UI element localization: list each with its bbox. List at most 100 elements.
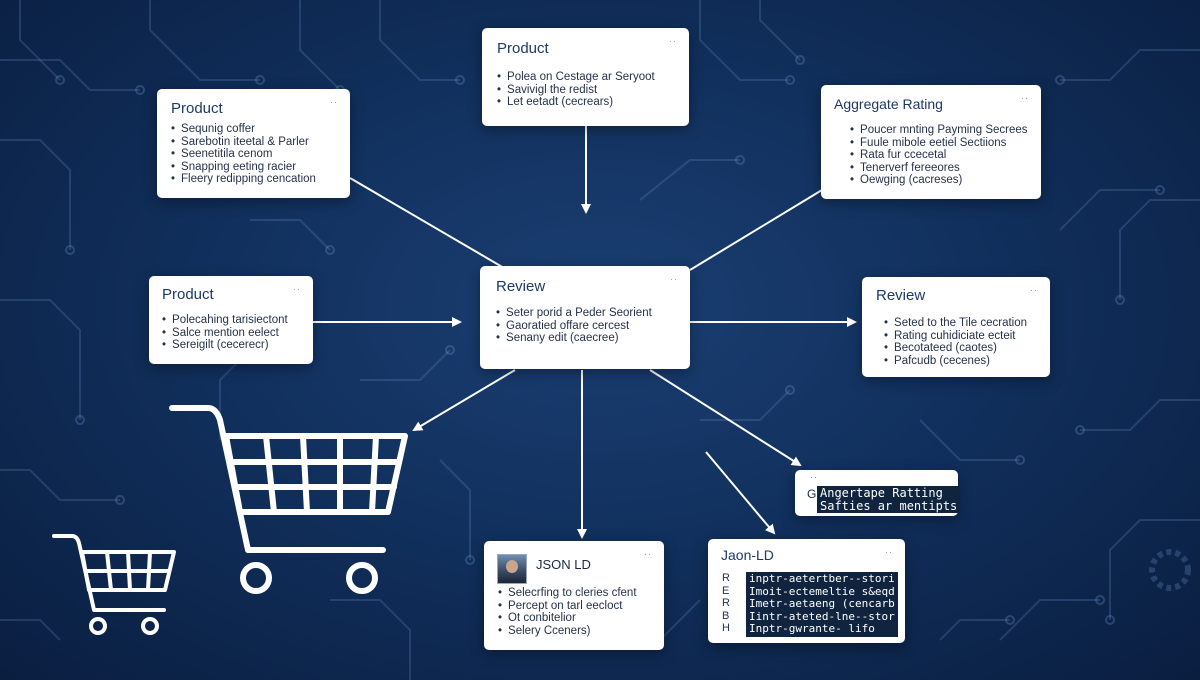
json-ld-card[interactable]: ·· JSON LD Selecrfing to cleries cfent P… <box>484 541 664 650</box>
circuit-trace <box>700 389 791 421</box>
card-title: Product <box>171 100 223 117</box>
circuit-trace <box>999 599 1100 641</box>
arrow-to-jaonld <box>705 451 776 535</box>
circuit-node <box>115 495 125 505</box>
list-item: Ot conbitelior <box>498 612 637 625</box>
circuit-node <box>735 155 745 165</box>
bullet-letter: E <box>722 584 730 597</box>
card-menu-dots[interactable]: ·· <box>644 549 652 559</box>
card-menu-dots[interactable]: ·· <box>330 97 338 107</box>
circuit-trace <box>250 219 331 251</box>
circuit-node <box>785 385 795 395</box>
list-item: Selecrfing to cleries cfent <box>498 587 636 600</box>
circuit-node <box>255 75 265 85</box>
list-item: Seenetitila cenom <box>171 148 336 161</box>
code-line: inptr-aetertber--stori <box>749 572 895 585</box>
code-snippet: inptr-aetertber--stori Imoit-ectemeltie … <box>746 572 898 637</box>
badge-line: Angertape Ratting <box>820 486 943 500</box>
circuit-trace <box>0 59 140 91</box>
card-item-list: Seted to the Tile cecration Rating cuhid… <box>876 317 1036 367</box>
card-item-list: Seter porid a Peder Seorient Gaoratied o… <box>496 307 674 345</box>
list-item: Sarebotin iteetal & Parler <box>171 136 336 149</box>
list-item: Seted to the Tile cecration <box>884 317 1036 330</box>
card-menu-dots[interactable]: ·· <box>1030 285 1038 295</box>
list-item: Senany edit (caecree) <box>496 332 674 345</box>
circuit-trace <box>0 139 71 250</box>
card-item-list: Polea on Cestage ar Seryoot Savivigl the… <box>497 71 674 109</box>
aggregate-rating-card[interactable]: ·· Aggregate Rating Poucer mnting Paymin… <box>821 85 1041 199</box>
shopping-cart-large-icon <box>169 405 408 594</box>
circuit-trace <box>699 0 790 81</box>
gear-icon <box>1149 549 1191 591</box>
list-item: Let eetadt (cecrears) <box>497 96 674 109</box>
circuit-node <box>455 75 465 85</box>
circuit-trace <box>1060 49 1200 81</box>
product-card-top[interactable]: ·· Product Polea on Cestage ar Seryoot S… <box>482 28 689 126</box>
circuit-node <box>1055 75 1065 85</box>
bullet-letter: B <box>722 609 730 622</box>
circuit-trace <box>939 619 1010 641</box>
card-menu-dots[interactable]: ·· <box>669 36 677 46</box>
line-topright-to-review <box>689 189 823 271</box>
list-item: Rating cuhidiciate ecteit <box>884 330 1036 343</box>
list-item: Salce mention eelect <box>162 327 300 340</box>
card-title: Product <box>162 286 214 303</box>
circuit-node <box>445 345 455 355</box>
list-item: Seter porid a Peder Seorient <box>496 307 674 320</box>
code-line: Iintr-ateted-lne--stor <box>749 609 895 623</box>
list-item: Percept on tarl eecloct <box>498 600 637 613</box>
review-card-center[interactable]: ·· Review Seter porid a Peder Seorient G… <box>480 266 690 369</box>
card-menu-dots[interactable]: ·· <box>885 547 893 557</box>
list-item: Pafcudb (cecenes) <box>884 355 1036 368</box>
product-card-top-left[interactable]: ·· Product Sequnig coffer Sarebotin itee… <box>157 89 350 198</box>
review-card-right[interactable]: ·· Review Seted to the Tile cecration Ra… <box>862 277 1050 377</box>
circuit-trace <box>1080 399 1200 431</box>
circuit-node <box>1115 295 1125 305</box>
arrow-review-to-agg-small <box>649 369 802 467</box>
circuit-trace <box>659 599 701 641</box>
list-item: Selery Cceners) <box>498 625 637 638</box>
card-item-list: Selecrfing to cleries cfent Percept on t… <box>498 587 637 638</box>
line-topleft-to-review <box>349 177 505 269</box>
code-line: Inptr-gwrante- lifo <box>749 622 875 635</box>
bullet-letter: H <box>722 622 730 634</box>
circuit-trace <box>919 419 1020 461</box>
card-menu-dots[interactable]: ·· <box>670 274 678 284</box>
code-line: Imetr-aetaeng (cencarb <box>749 597 895 610</box>
list-item: Rata fur ccecetal <box>850 149 1028 162</box>
circuit-trace <box>1059 189 1160 231</box>
card-menu-dots[interactable]: ·· <box>293 284 301 294</box>
circuit-trace <box>639 159 740 201</box>
card-title: Aggregate Rating <box>834 96 943 112</box>
card-menu-dots[interactable]: ·· <box>1021 93 1029 103</box>
product-card-mid-left[interactable]: ·· Product Polecahing tarisiectont Salce… <box>149 276 313 364</box>
code-line: Imoit-ectemeltie s&eqd <box>749 584 895 598</box>
list-item: Tenerverf fereeores <box>850 162 1028 175</box>
list-item: Savivigl the redist <box>497 84 674 97</box>
circuit-node <box>785 75 795 85</box>
jaon-ld-card[interactable]: ·· Jaon-LD R E R B H inptr-aetertber--st… <box>708 539 905 643</box>
circuit-node <box>1155 185 1165 195</box>
list-item: Snapping eeting racier <box>171 161 336 174</box>
circuit-trace <box>360 349 451 381</box>
card-item-list: Sequnig coffer Sarebotin iteetal & Parle… <box>171 123 336 186</box>
bullet-letter: R <box>722 597 730 609</box>
card-menu-dots[interactable]: ·· <box>810 472 818 482</box>
circuit-node <box>1095 595 1105 605</box>
card-title: JSON LD <box>536 557 591 572</box>
circuit-node <box>1015 455 1025 465</box>
avatar <box>497 554 527 584</box>
list-item: Fleery redipping cencation <box>171 173 336 186</box>
badge-line: Safties ar mentipts <box>820 498 958 513</box>
circuit-node <box>65 245 75 255</box>
circuit-trace <box>149 0 260 81</box>
arrow-review-to-cart <box>412 369 516 432</box>
aggregate-rating-badge[interactable]: ·· G Angertape Ratting Safties ar mentip… <box>795 470 961 516</box>
list-item: Polecahing tarisiectont <box>162 314 300 327</box>
circuit-node <box>75 415 85 425</box>
circuit-node <box>55 75 65 85</box>
badge-prefix: G <box>807 487 817 501</box>
circuit-trace <box>1119 199 1200 300</box>
